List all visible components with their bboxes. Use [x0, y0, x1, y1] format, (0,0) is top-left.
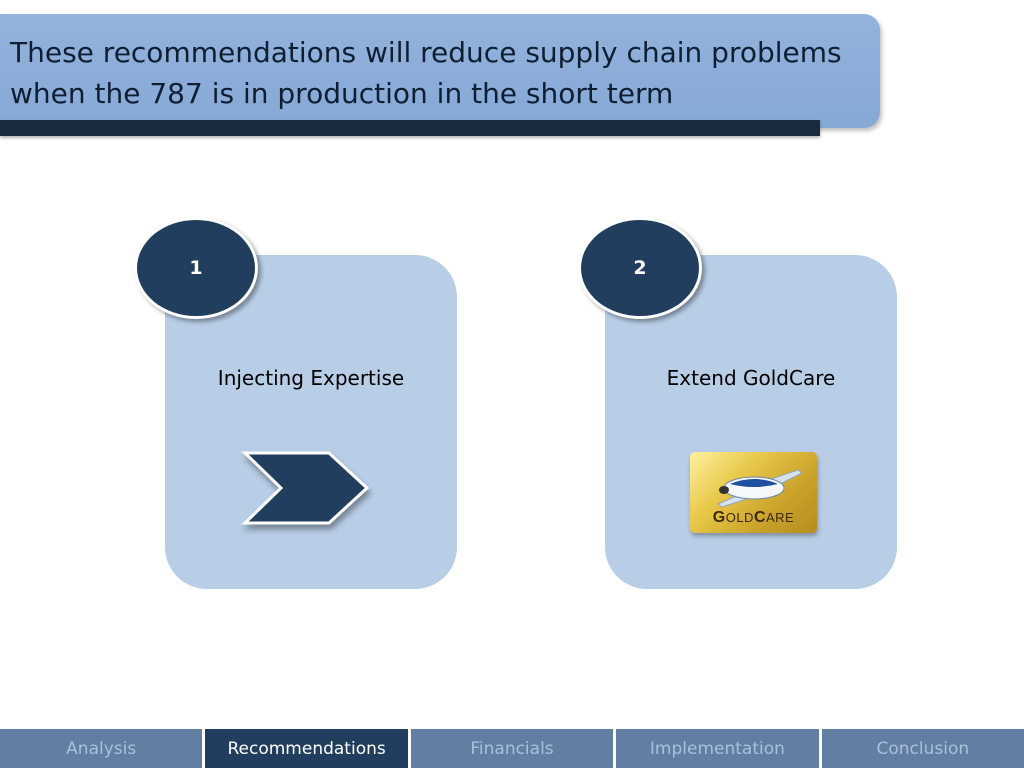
nav-tab-conclusion[interactable]: Conclusion — [821, 729, 1024, 768]
slide-title: These recommendations will reduce supply… — [10, 36, 842, 110]
nav-tab-implementation[interactable]: Implementation — [616, 729, 819, 768]
nav-tab-recommendations[interactable]: Recommendations — [205, 729, 408, 768]
airplane-icon — [717, 469, 803, 508]
card-label-2: Extend GoldCare — [666, 366, 836, 390]
nav-tab-financials[interactable]: Financials — [410, 729, 614, 768]
goldcare-logo: GOLDCARE — [690, 452, 817, 533]
title-banner — [0, 14, 880, 128]
goldcare-wordmark: GOLDCARE — [712, 509, 795, 526]
nav-tab-analysis[interactable]: Analysis — [0, 729, 203, 768]
card-label-1: Injecting Expertise — [217, 366, 405, 390]
title-underline-bar — [0, 120, 820, 136]
number-badge-1: 1 — [134, 217, 258, 319]
section-nav-bar: Analysis Recommendations Financials Impl… — [0, 729, 1024, 768]
chevron-right-icon — [241, 451, 370, 525]
number-badge-2: 2 — [578, 217, 702, 319]
